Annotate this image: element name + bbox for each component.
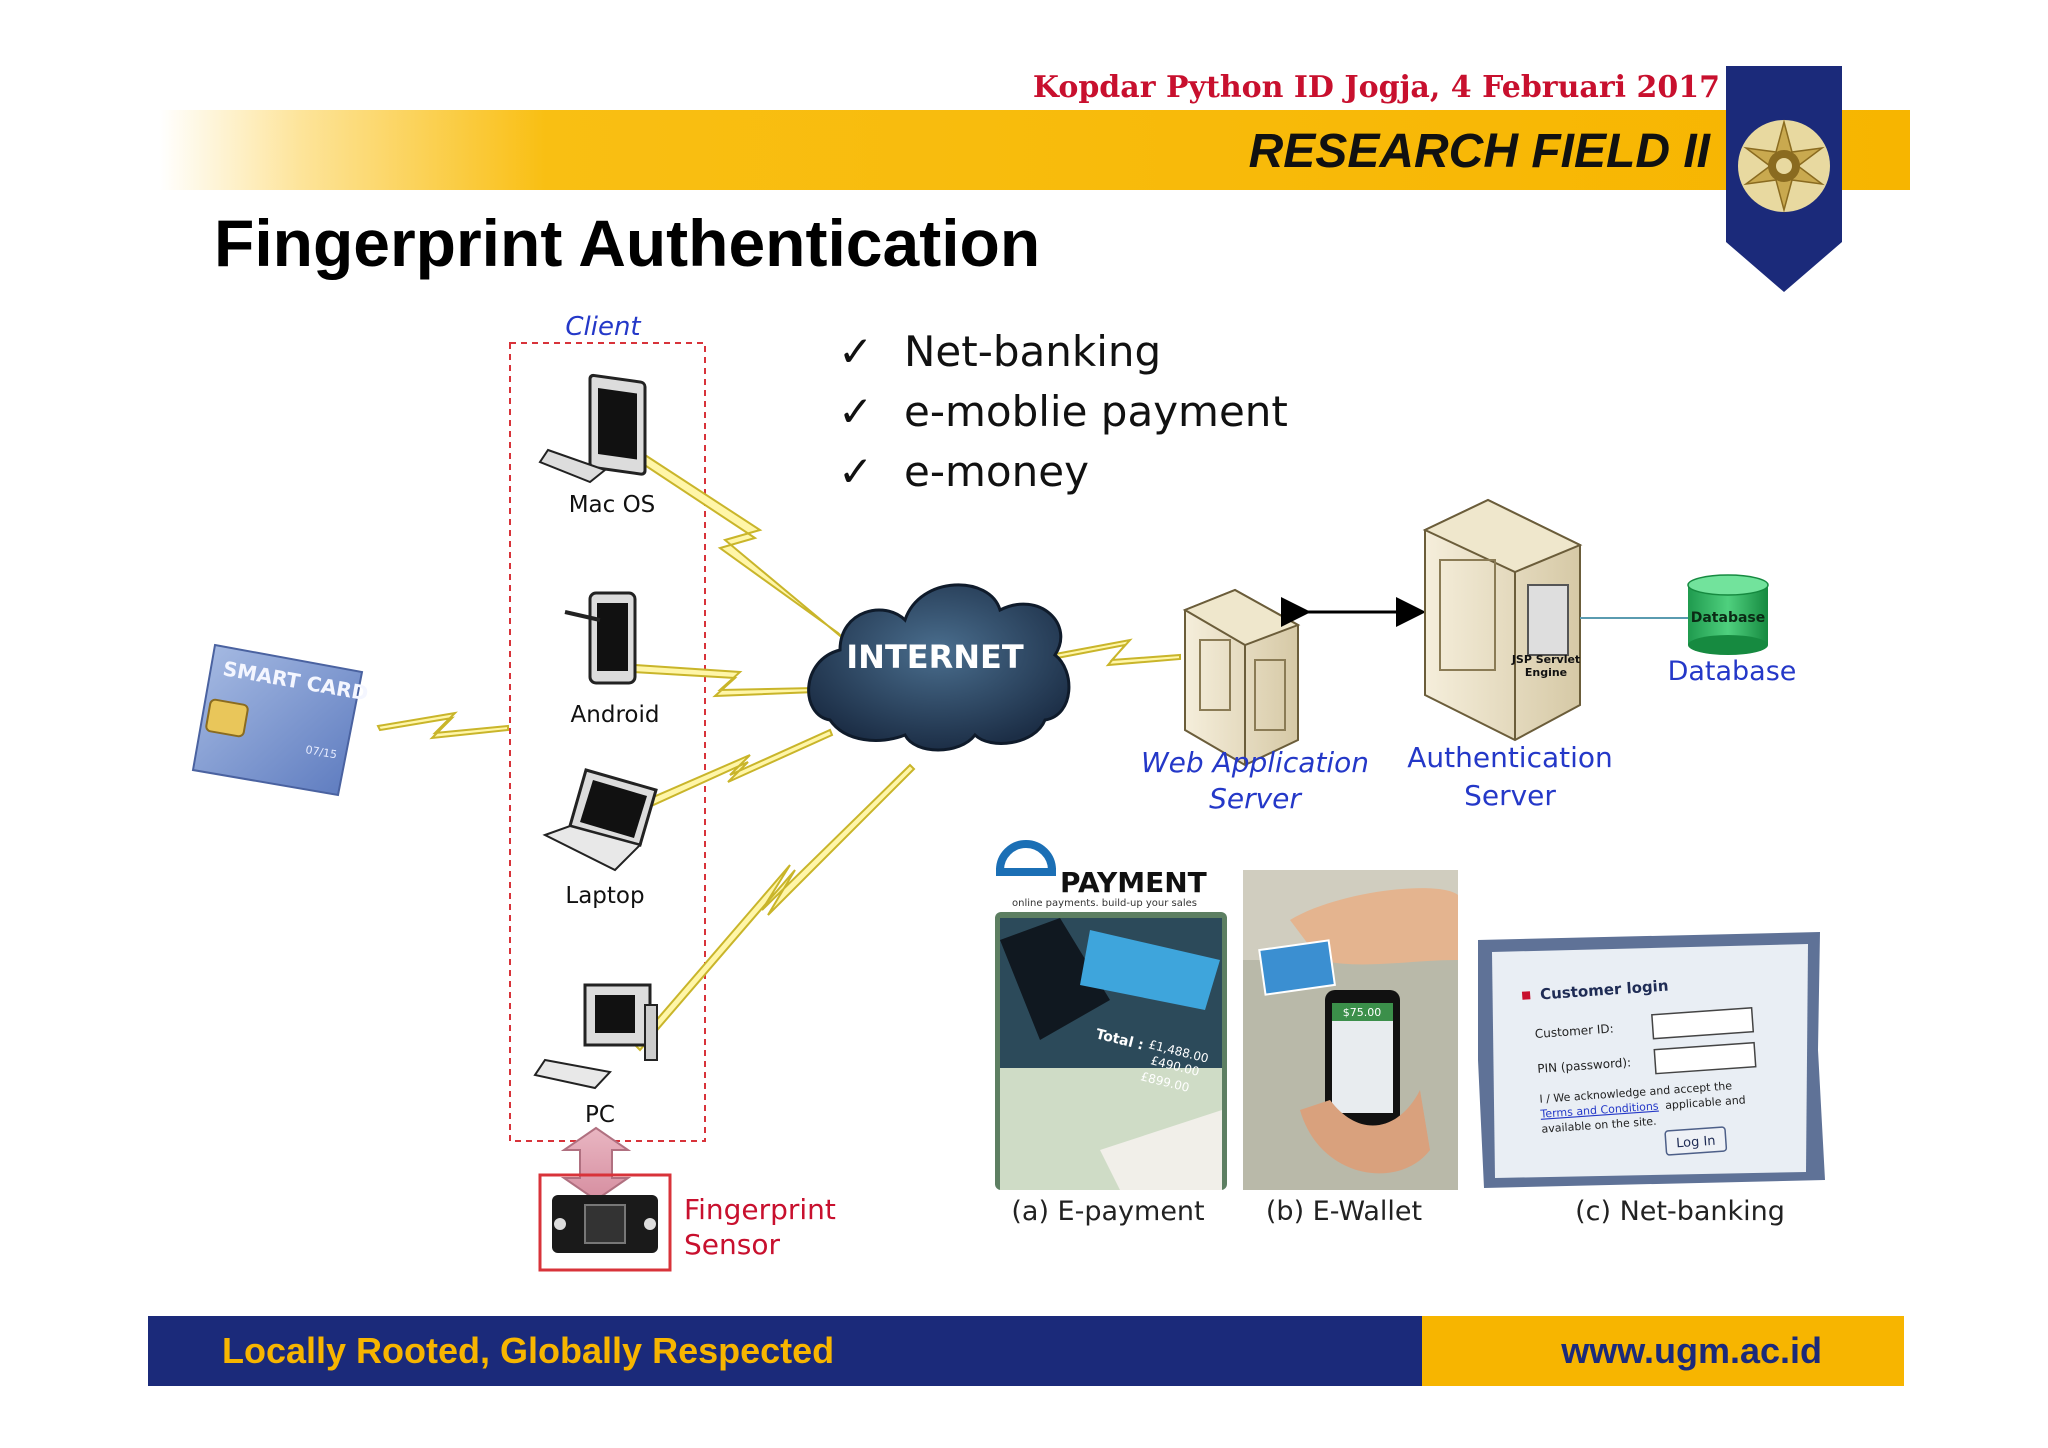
lightning-icon: [1048, 638, 1181, 667]
internet-label: INTERNET: [846, 638, 1024, 676]
footer-slogan: Locally Rooted, Globally Respected: [222, 1330, 835, 1371]
device-label-laptop: Laptop: [565, 883, 644, 909]
header-band: [160, 110, 1910, 190]
client-label: Client: [565, 312, 641, 342]
page-title: Fingerprint Authentication: [214, 206, 1041, 280]
smart-card-icon: SMART CARD 07/15: [191, 643, 370, 797]
auth-server-label: Authentication: [1407, 741, 1613, 774]
checkmark-icon: ✓: [838, 447, 874, 496]
internet-cloud-icon: INTERNET: [807, 583, 1071, 752]
pc-icon: [533, 983, 658, 1090]
footer-left-band: [148, 1316, 1422, 1386]
pin-input[interactable]: [1653, 1041, 1757, 1075]
mac-os-icon: [538, 373, 647, 484]
checkmark-icon: ✓: [838, 387, 874, 436]
web-server-icon: [1182, 588, 1301, 767]
lightning-icon: [376, 711, 509, 740]
epayment-logo: PAYMENT: [1060, 866, 1207, 899]
caption-epayment: (a) E-payment: [1011, 1196, 1204, 1227]
lightning-icon: [633, 763, 916, 1052]
epayment-tagline: online payments. build-up your sales: [1012, 898, 1197, 909]
jsp-label-2: Engine: [1525, 666, 1567, 679]
auth-server-icon: JSP Servlet Engine: [1422, 498, 1583, 742]
list-item: ✓e-money: [838, 442, 1288, 502]
auth-server-label-2: Server: [1464, 779, 1556, 812]
device-label-mac: Mac OS: [569, 492, 656, 518]
login-button-label: Log In: [1676, 1134, 1716, 1152]
web-server-label: Web Application: [1141, 746, 1369, 779]
smart-card-expiry: 07/15: [304, 743, 337, 761]
fingerprint-sensor-icon: [538, 1173, 672, 1272]
lightning-icon: [630, 663, 816, 698]
customer-id-input[interactable]: [1651, 1006, 1755, 1040]
netbanking-image: Customer login Customer ID: PIN (passwor…: [1478, 932, 1825, 1188]
login-pin-label: PIN (password):: [1537, 1055, 1632, 1076]
ewallet-amount: $75.00: [1343, 1006, 1382, 1019]
login-ack-2: applicable and: [1665, 1093, 1746, 1112]
caption-netbanking: (c) Net-banking: [1575, 1196, 1785, 1227]
jsp-label: JSP Servlet: [1511, 653, 1580, 666]
login-button[interactable]: [1664, 1126, 1728, 1156]
device-label-pc: PC: [585, 1102, 615, 1128]
section-title: RESEARCH FIELD II: [1248, 125, 1710, 178]
android-tablet-icon: [564, 591, 637, 685]
ewallet-image: $75.00: [1243, 870, 1458, 1190]
lightning-icon: [638, 453, 846, 641]
ugm-emblem-icon: [1726, 66, 1842, 292]
sensor-label: Fingerprint: [684, 1193, 836, 1226]
lightning-icon: [633, 728, 834, 814]
web-server-label-2: Server: [1209, 782, 1302, 815]
list-item: ✓e-moblie payment: [838, 382, 1288, 442]
event-title: Kopdar Python ID Jogja, 4 Februari 2017: [1032, 70, 1720, 105]
epayment-logo-icon: [996, 840, 1056, 871]
epayment-image: PAYMENT online payments. build-up your s…: [995, 840, 1227, 1190]
sensor-label-2: Sensor: [684, 1228, 780, 1261]
list-item: ✓Net-banking: [838, 322, 1288, 382]
db-cylinder-label: Database: [1691, 610, 1766, 626]
sensor-link-arrow: [560, 1126, 632, 1202]
use-case-list: ✓Net-banking ✓e-moblie payment ✓e-money: [838, 322, 1288, 502]
footer-right-band: [1422, 1316, 1904, 1386]
laptop-icon: [542, 768, 658, 872]
database-icon: Database: [1687, 574, 1769, 655]
wireless-links: [376, 453, 1181, 1052]
device-label-android: Android: [571, 702, 660, 728]
database-label: Database: [1668, 656, 1797, 687]
footer-url[interactable]: www.ugm.ac.id: [1561, 1330, 1822, 1371]
login-customer-id-label: Customer ID:: [1534, 1021, 1614, 1040]
caption-ewallet: (b) E-Wallet: [1266, 1196, 1422, 1227]
checkmark-icon: ✓: [838, 327, 874, 376]
